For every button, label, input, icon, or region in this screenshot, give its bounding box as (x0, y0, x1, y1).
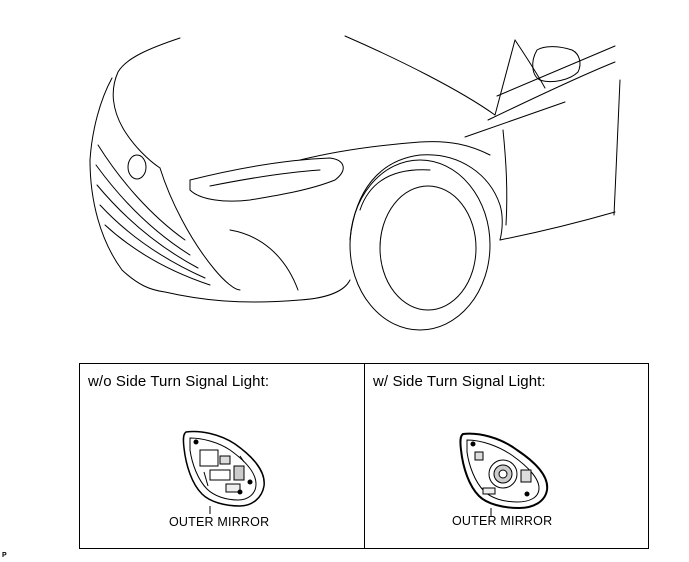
outer-mirror-without-turn-signal-icon (182, 430, 265, 514)
window-line (487, 61, 616, 121)
figure-code: P (2, 552, 7, 559)
grille-line-5 (104, 224, 211, 286)
window-line-2 (496, 45, 616, 97)
grille-line-4 (99, 204, 206, 279)
headlight (189, 157, 344, 202)
panel-title-without: w/o Side Turn Signal Light: (88, 373, 270, 390)
car-mirror (532, 46, 581, 83)
wheel-arch (349, 154, 503, 241)
panel-title-with: w/ Side Turn Signal Light: (373, 373, 546, 390)
side-crease (464, 101, 566, 138)
headlight-inner (209, 169, 321, 187)
a-pillar (514, 39, 546, 89)
panel-without-turn-signal: w/o Side Turn Signal Light: OUTER MIRROR (80, 364, 365, 548)
fender-line (299, 141, 491, 161)
mirror-comparison-table: w/o Side Turn Signal Light: OUTER MIRROR… (79, 363, 649, 549)
hood-outline (112, 37, 181, 169)
fender-arch-inner (359, 169, 431, 211)
tire-inner (379, 185, 477, 311)
body-line (613, 79, 621, 216)
panel-with-turn-signal: w/ Side Turn Signal Light: OUTER MIRROR (365, 364, 648, 548)
grille-line-3 (96, 184, 199, 269)
bumper-lower (164, 279, 351, 303)
fog-light (229, 229, 299, 291)
door-edge (502, 129, 508, 226)
windshield-edge (494, 39, 516, 116)
emblem (127, 154, 147, 180)
grille-line-1 (97, 144, 186, 241)
car-illustration (89, 35, 621, 331)
rocker-line (499, 211, 616, 241)
part-label-outer-mirror-without: OUTER MIRROR (169, 515, 270, 529)
grille-frame (159, 167, 241, 291)
hood-crease (344, 35, 496, 116)
outer-mirror-with-turn-signal-icon (459, 432, 549, 516)
grille-line-2 (95, 164, 191, 256)
part-label-outer-mirror-with: OUTER MIRROR (452, 514, 553, 528)
front-face (89, 77, 166, 293)
tire-outer (349, 159, 491, 331)
